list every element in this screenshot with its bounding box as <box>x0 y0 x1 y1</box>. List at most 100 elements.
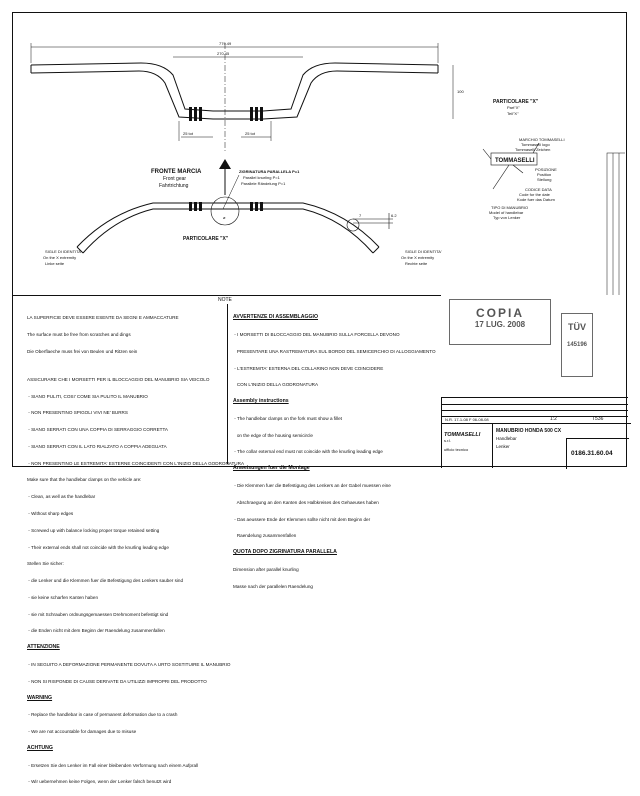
note-line: Masse nach der parallelen Raendelung <box>233 583 313 589</box>
front-label-it: FRONTE MARCIA <box>151 169 202 175</box>
note-line: - IN SEGUITO A DEFORMAZIONE PERMANENTE D… <box>27 662 231 667</box>
front-arrow-icon <box>219 159 231 195</box>
tb-grid-row <box>442 404 628 411</box>
front-label-de: Fahrtrichtung <box>159 183 189 189</box>
note-line: on the edge of the housing semicircle <box>233 432 313 438</box>
knurl-marks-top <box>189 107 263 121</box>
note-line: - SIANO PULITI, COSI' COME SIA PULITO IL… <box>27 393 148 399</box>
tb-description-3: Lenker <box>496 444 510 449</box>
knurl-marks-bottom <box>189 202 263 211</box>
handlebar-front-view <box>30 62 439 120</box>
handlebar-top-view <box>76 196 380 254</box>
copia-stamp: COPIA 17 LUG. 2008 <box>449 299 551 345</box>
tb-divider <box>492 424 493 468</box>
marking-detail <box>482 142 540 190</box>
tb-company-logo: TOMMASELLI s.r.l. ufficio tecnico <box>444 432 490 462</box>
knurl-label-it: ZIGRINATURA PARALLELA P=1 <box>239 169 300 174</box>
note-line: - NON PRESENTINO LE ESTREMITA' ESTERNE C… <box>27 460 245 466</box>
tb-company: TOMMASELLI <box>444 432 481 438</box>
copia-date: 17 LUG. 2008 <box>474 320 526 329</box>
note-line: - SIANO SERRATI CON IL LATO RIALZATO A C… <box>27 443 167 449</box>
side-note-right-it: SIGLE DI IDENTITA' <box>405 249 442 254</box>
marking-tipo: TIPO DI MANUBRIO <box>491 205 528 210</box>
tb-description-2: Handlebar <box>496 436 517 441</box>
side-note-right-en: On the X extremity <box>401 255 434 260</box>
note-line: - die Lenker und die Klemmen fuer die Be… <box>27 578 184 584</box>
assembly-heading-it: AVVERTENZE DI ASSEMBLAGGIO <box>233 314 319 321</box>
dim-inner-width: 270.45 <box>217 51 230 56</box>
tb-grid-row <box>442 398 628 405</box>
detail-x-top-de: Teil"X" <box>507 111 519 116</box>
note-line: - Ersetzen Sie den Lenker im Fall einer … <box>27 762 199 768</box>
attention-heading: ATTENZIONE <box>27 644 60 651</box>
note-line: - Wir uebernehmen keine Folgen, wenn der… <box>27 779 172 785</box>
dim-center-left: 25 tot <box>183 131 194 136</box>
note-line: - SIANO SERRATI CON UNA COPPIA DI SERRAG… <box>27 427 168 433</box>
marking-codice: CODICE DATA <box>525 187 552 192</box>
note-line: LA SUPERFICIE DEVE ESSERE ESENTE DA SEGN… <box>27 315 179 321</box>
tb-company-sub: ufficio tecnico <box>444 447 469 452</box>
marking-posizione: POSIZIONE <box>535 167 557 172</box>
note-line: PRESENTARE UNA RASTREMATURA SUL BORDO DE… <box>233 348 436 354</box>
note-line: - Replace the handlebar in case of perma… <box>27 712 178 718</box>
revision-strip <box>606 152 625 295</box>
note-line: - die Enden nicht mit dem Beginn der Rae… <box>27 628 165 634</box>
note-line: - L'ESTREMITA' ESTERNA DEL COLLARINO NON… <box>233 365 384 371</box>
note-line: Abschraegung an den Kanten des Halbkreis… <box>233 499 379 505</box>
tb-number-box: 0186.31.60.04 <box>566 438 629 469</box>
note-line: - NON SI RISPONDE DI CAUSE DERIVATE DA U… <box>27 678 207 684</box>
tb-sheet-code: T536 <box>592 416 604 422</box>
marking-posizione-en: Position <box>537 172 551 177</box>
note-line: The surface must be free from scratches … <box>27 331 131 337</box>
tb-drawing-number: 0186.31.60.04 <box>571 450 613 457</box>
detail-x-bottom-label: PARTICOLARE "X" <box>183 236 229 242</box>
marking-marchio-de: Tommaselli Zeichen <box>515 147 550 152</box>
note-line: - The collar external end must not coinc… <box>233 449 383 455</box>
note-line: - sie mit Schrauben ordnungsgemaessen Dr… <box>27 611 169 617</box>
title-block: N.R. 17-1-08 F 06-08-08 1:2 T536 TOMMASE… <box>441 397 631 469</box>
note-line: - NON PRESENTINO SPIGOLI VIVI NE' BURRS <box>27 410 128 416</box>
notes-section: NOTE LA SUPERFICIE DEVE ESSERE ESENTE DA… <box>13 295 441 784</box>
notes-right-column: AVVERTENZE DI ASSEMBLAGGIO - I MORSETTI … <box>233 304 436 600</box>
dim-height: 100 <box>457 89 464 94</box>
note-line: Stellen Sie sicher: <box>27 561 64 567</box>
marking-codice-de: Kode fuer das Datum <box>517 197 555 202</box>
knurl-label-de: Parallele Rändelung P=1 <box>241 181 286 186</box>
detail-x-sketch <box>353 213 393 229</box>
knurl-dimension-heading: QUOTA DOPO ZIGRINATURA PARALLELA <box>233 549 337 556</box>
notes-header: NOTE <box>218 297 232 303</box>
dim-center-right: 25 tot <box>245 131 256 136</box>
marking-posizione-de: Stellung <box>537 177 551 182</box>
note-line: - The handlebar clamps on the fork must … <box>233 415 342 421</box>
knurl-label-en: Parallel knurling P=1 <box>243 175 281 180</box>
note-line: - I MORSETTI DI BLOCCAGGIO DEL MANUBRIO … <box>233 331 400 337</box>
detail-x-top-en: Part"X" <box>507 105 520 110</box>
marking-tipo-de: Typ von Lenker <box>493 215 521 220</box>
note-line: ASSICURARE CHE I MORSETTI PER IL BLOCCAG… <box>27 376 210 382</box>
copia-text: COPIA <box>475 306 524 320</box>
tb-scale: 1:2 <box>550 416 557 422</box>
note-line: Die Oberflaeche muss frei von Beulen und… <box>27 348 138 354</box>
marking-tipo-en: Model of handlebar <box>489 210 524 215</box>
warning-heading: WARNING <box>27 694 53 701</box>
tb-description-1: MANUBRIO HONDA 500 CX <box>496 428 562 434</box>
handlebar-drawing: 779.49 270.45 25 tot 25 tot 100 FRONTE M… <box>30 41 625 295</box>
assembly-heading-en: Assembly instructions <box>233 398 289 405</box>
detail-x-top-label: PARTICOLARE "X" <box>493 99 539 105</box>
note-line: - Without sharp edges <box>27 510 74 516</box>
tb-grid-row <box>442 410 628 417</box>
drawing-sheet: 779.49 270.45 25 tot 25 tot 100 FRONTE M… <box>12 12 631 784</box>
note-line: - Die Klemmen fuer die Befestigung des L… <box>233 483 391 488</box>
dim-detail-a: 7 <box>359 213 362 218</box>
tb-rev-row: N.R. 17-1-08 F 06-08-08 <box>442 416 631 424</box>
tuv-text: TÜV <box>568 322 586 332</box>
note-line: CON L'INIZIO DELLA GODRONATURA <box>233 382 319 388</box>
hub-label: ø <box>223 215 226 220</box>
note-line: - Das aeussere Ende der Klemmen sollte n… <box>233 516 371 522</box>
side-note-left-de: Linke seite <box>45 261 65 266</box>
note-line: - sie keine scharfen Kanten haben <box>27 594 98 600</box>
marking-brand: TOMMASELLI <box>495 158 535 164</box>
note-line: Dimension after parallel knurling <box>233 566 299 572</box>
notes-left-column: LA SUPERFICIE DEVE ESSERE ESENTE DA SEGN… <box>27 304 244 796</box>
achtung-heading: ACHTUNG <box>27 744 53 751</box>
